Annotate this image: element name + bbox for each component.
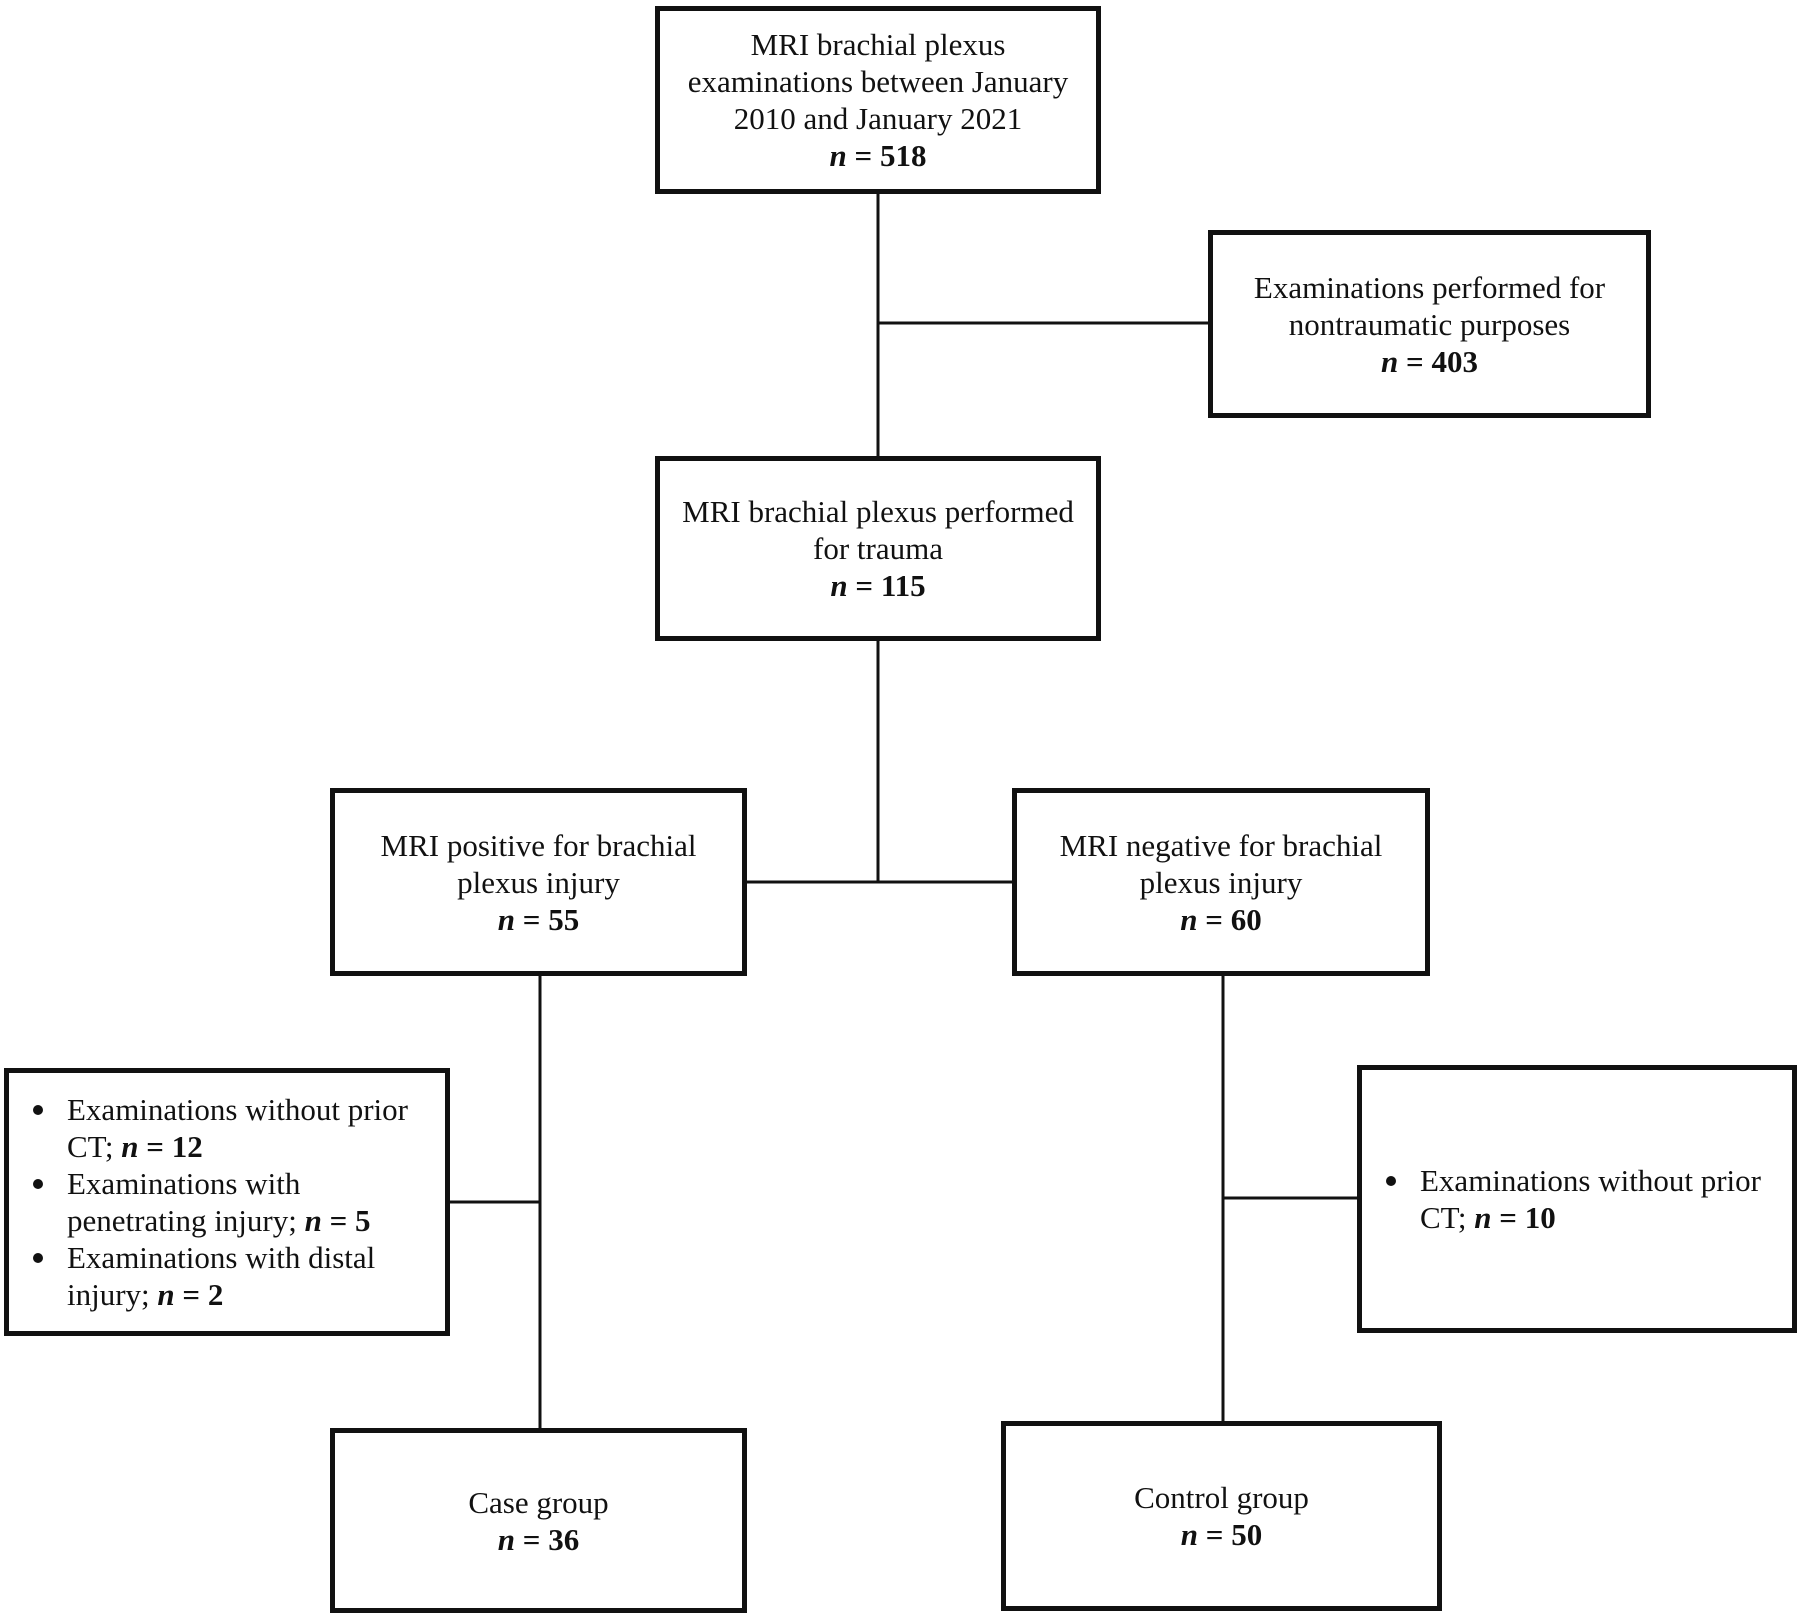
box-count: n = 60 [1180, 901, 1262, 937]
box-count: n = 403 [1381, 343, 1478, 379]
list-item: Examinations with penetrating injury; n … [29, 1165, 425, 1239]
box-text-line: nontraumatic purposes [1288, 306, 1571, 342]
box-excluded-case: Examinations without prior CT; n = 12 Ex… [4, 1068, 450, 1336]
box-text-line: Control group [1134, 1480, 1309, 1515]
box-count: n = 50 [1180, 1517, 1263, 1552]
box-count: n = 55 [497, 901, 580, 937]
box-text-line: examinations between January [687, 64, 1069, 99]
list-item: Examinations without prior CT; n = 12 [29, 1091, 425, 1165]
box-case-group: Case group n = 36 [330, 1428, 747, 1613]
box-text-line: MRI brachial plexus performed [682, 494, 1074, 529]
box-text-line: MRI negative for brachial [1059, 827, 1383, 863]
box-text-line: 2010 and January 2021 [733, 101, 1023, 136]
box-text-line: plexus injury [1139, 864, 1303, 900]
box-text-line: plexus injury [457, 864, 620, 900]
box-trauma: MRI brachial plexus performed for trauma… [655, 456, 1101, 641]
box-mri-positive: MRI positive for brachial plexus injury … [330, 788, 747, 976]
box-count: n = 518 [829, 138, 927, 173]
box-text-line: Examinations performed for [1253, 269, 1606, 305]
list-item: Examinations without prior CT; n = 10 [1382, 1162, 1772, 1236]
box-count: n = 115 [830, 568, 926, 603]
box-total-examinations: MRI brachial plexus examinations between… [655, 6, 1101, 194]
box-text-line: MRI brachial plexus [750, 27, 1006, 62]
box-control-group: Control group n = 50 [1001, 1421, 1442, 1611]
box-excluded-control: Examinations without prior CT; n = 10 [1357, 1065, 1797, 1333]
box-count: n = 36 [497, 1521, 580, 1557]
box-text-line: Case group [468, 1484, 609, 1520]
box-nontraumatic: Examinations performed for nontraumatic … [1208, 230, 1651, 418]
exclusion-list: Examinations without prior CT; n = 12 Ex… [29, 1091, 425, 1313]
exclusion-list: Examinations without prior CT; n = 10 [1382, 1162, 1772, 1236]
list-item: Examinations with distal injury; n = 2 [29, 1239, 425, 1313]
box-text-line: MRI positive for brachial [380, 827, 697, 863]
box-text-line: for trauma [813, 531, 943, 566]
box-mri-negative: MRI negative for brachial plexus injury … [1012, 788, 1430, 976]
